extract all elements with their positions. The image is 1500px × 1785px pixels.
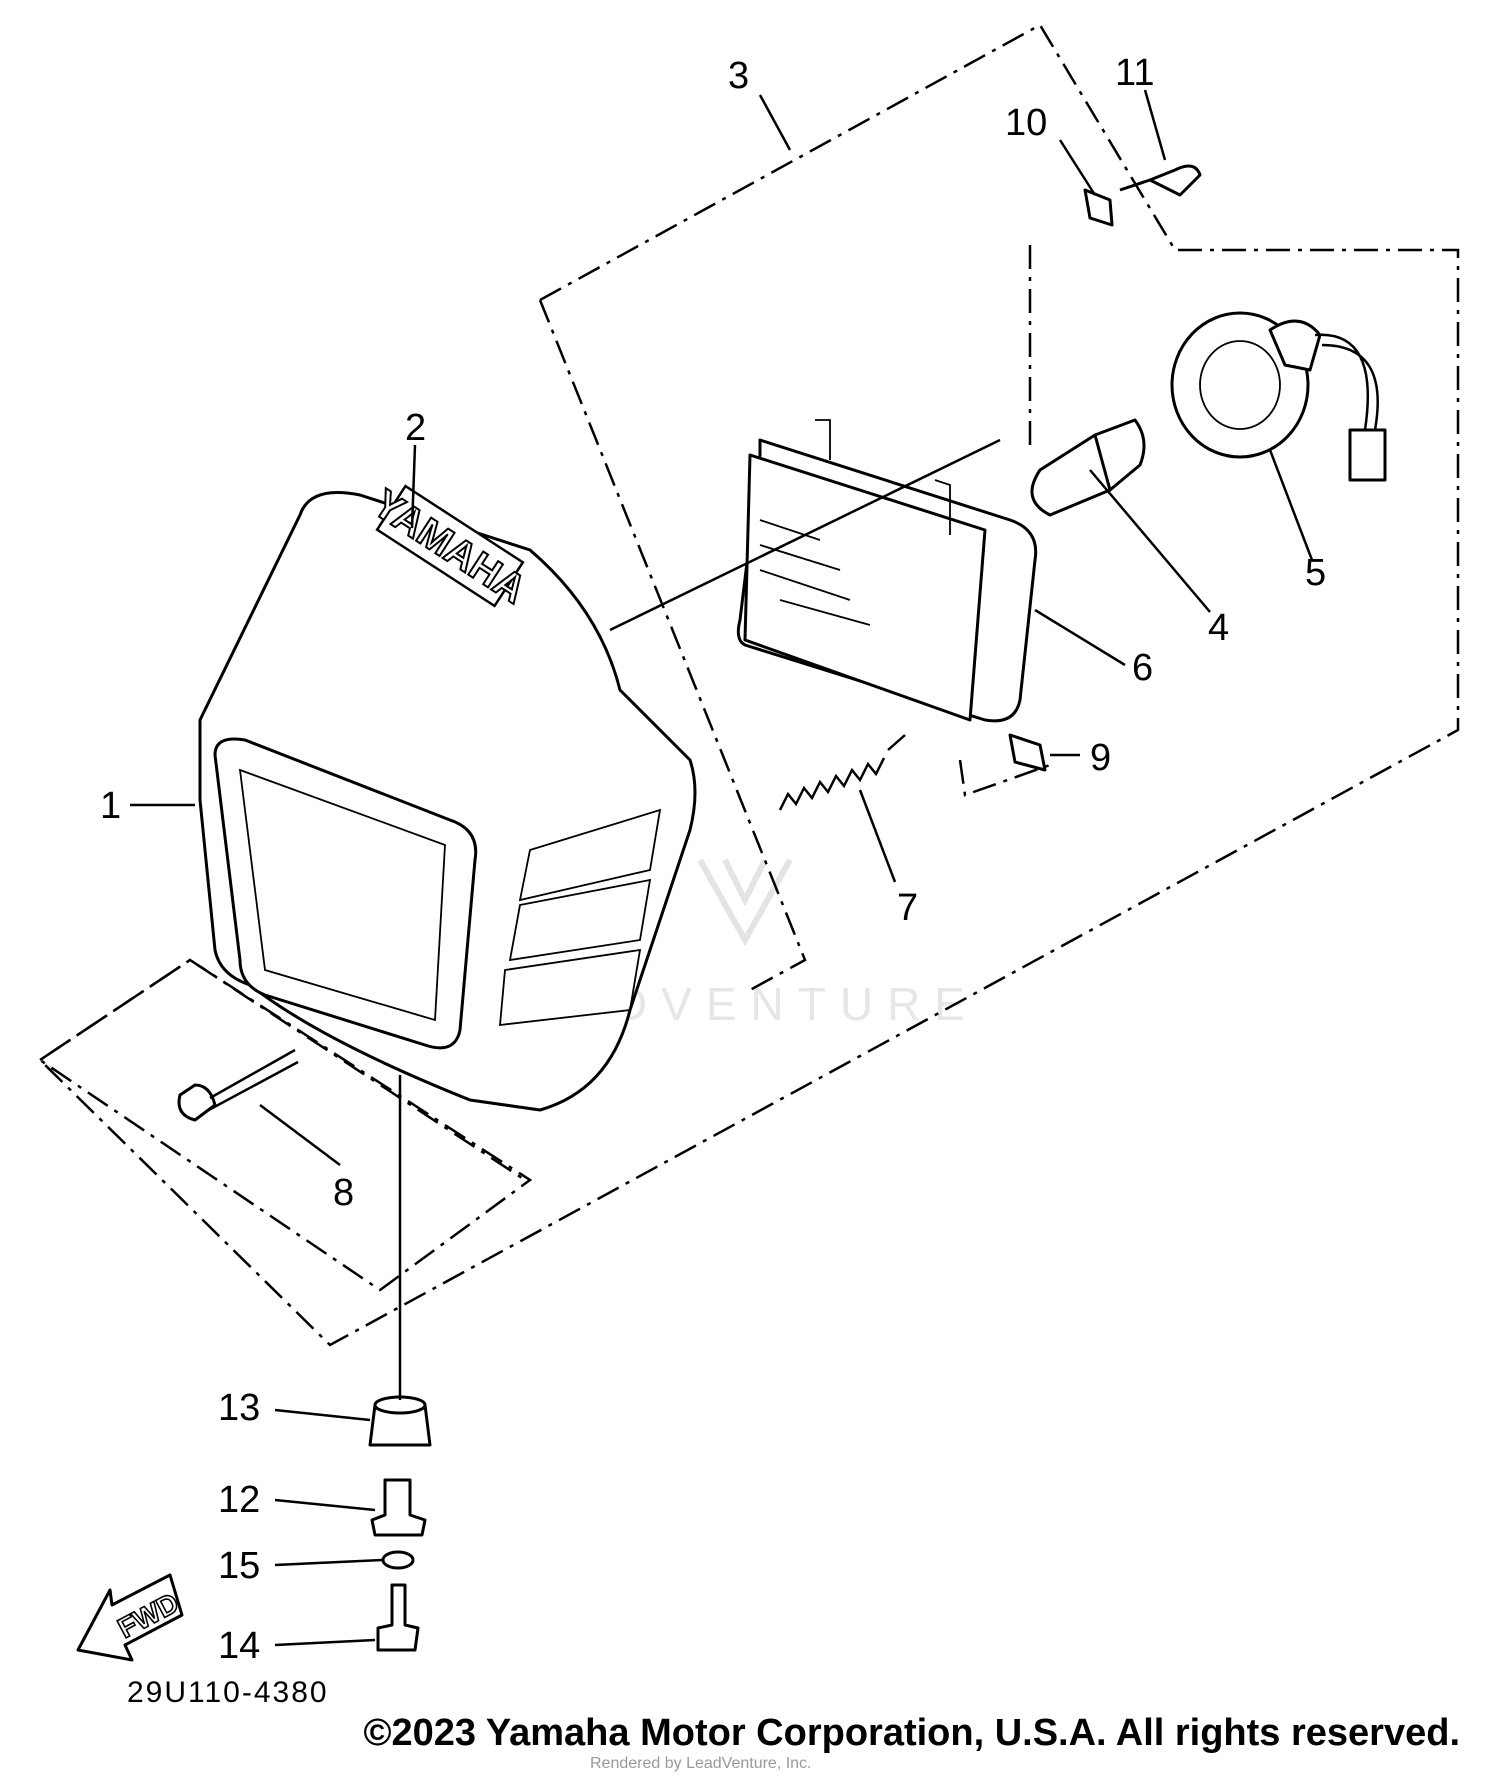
callout-14: 14 (218, 1625, 260, 1667)
leader-bulb-axis (609, 438, 1001, 632)
callouts: 1 2 3 4 5 6 7 8 9 10 11 12 13 14 15 (100, 52, 1326, 1667)
socket-boot (1170, 311, 1310, 459)
callout-4: 4 (1208, 607, 1229, 649)
callout-2: 2 (405, 407, 426, 449)
headlight-unit-outline (538, 299, 807, 992)
leader-7 (858, 789, 897, 883)
bulb (1030, 418, 1146, 517)
leader-15 (274, 1558, 384, 1567)
headlight-unit (736, 419, 1038, 723)
spring-hook (887, 734, 906, 751)
screw-8-shank (204, 1048, 299, 1114)
callout-3: 3 (728, 55, 749, 97)
callout-7: 7 (897, 887, 918, 929)
headlight-mount-tab (815, 419, 951, 535)
bulb-base (1093, 418, 1146, 492)
watermark-logo-icon (697, 858, 793, 947)
screw-11 (1119, 164, 1202, 197)
leader-13 (274, 1408, 371, 1422)
cowl-vents (499, 808, 662, 1027)
callout-13: 13 (218, 1387, 260, 1429)
socket-neck (1268, 319, 1322, 372)
callout-1: 1 (100, 785, 121, 827)
callout-12: 12 (218, 1479, 260, 1521)
diagram-part-code: 29U110-4380 (127, 1676, 329, 1709)
washer-15 (381, 1550, 415, 1570)
leader-5 (1268, 449, 1314, 561)
forward-direction-arrow: FWD (76, 1573, 184, 1662)
leader-14 (274, 1638, 376, 1647)
callout-5: 5 (1305, 552, 1326, 594)
watermark-small-text: Rendered by LeadVenture, Inc. (590, 1755, 812, 1772)
nut-10 (1083, 188, 1114, 227)
screw-8 (177, 1048, 299, 1122)
socket-ring (1199, 340, 1281, 430)
fastener-group-outline (37, 958, 533, 1292)
adjuster-spring (778, 734, 906, 811)
callout-8: 8 (333, 1172, 354, 1214)
headlight-lens (743, 453, 987, 722)
spring-coil (778, 757, 886, 811)
cowl-inner-rim (238, 768, 446, 1022)
collar-12 (370, 1478, 427, 1537)
fwd-arrow-icon (76, 1573, 184, 1662)
leader-3 (758, 94, 792, 151)
socket-connector (1348, 428, 1387, 482)
leader-lines (130, 89, 1314, 1647)
bracket-outline (958, 245, 1051, 797)
bulb-socket (1170, 311, 1387, 482)
leader-10 (1058, 139, 1097, 196)
copyright-notice: ©2023 Yamaha Motor Corporation, U.S.A. A… (363, 1712, 1460, 1754)
nut-9 (1008, 733, 1047, 772)
bolt-14 (376, 1583, 420, 1652)
leader-2 (410, 444, 417, 529)
callout-11: 11 (1115, 52, 1154, 94)
lower-fasteners (368, 1395, 432, 1652)
leader-8 (259, 1104, 341, 1166)
cowl-lens-opening (213, 737, 478, 1050)
headlight-lens-pattern (759, 519, 871, 626)
leader-11 (1143, 89, 1167, 161)
leader-12 (274, 1498, 376, 1512)
leader-6 (1034, 608, 1126, 667)
socket-wires (1314, 333, 1379, 431)
callout-6: 6 (1132, 647, 1153, 689)
screw-8-head (177, 1083, 217, 1122)
callout-10: 10 (1005, 102, 1047, 144)
leader-4 (1089, 469, 1211, 613)
callout-9: 9 (1090, 737, 1111, 779)
callout-15: 15 (218, 1545, 260, 1587)
assembly-outlines (37, 23, 1460, 1347)
